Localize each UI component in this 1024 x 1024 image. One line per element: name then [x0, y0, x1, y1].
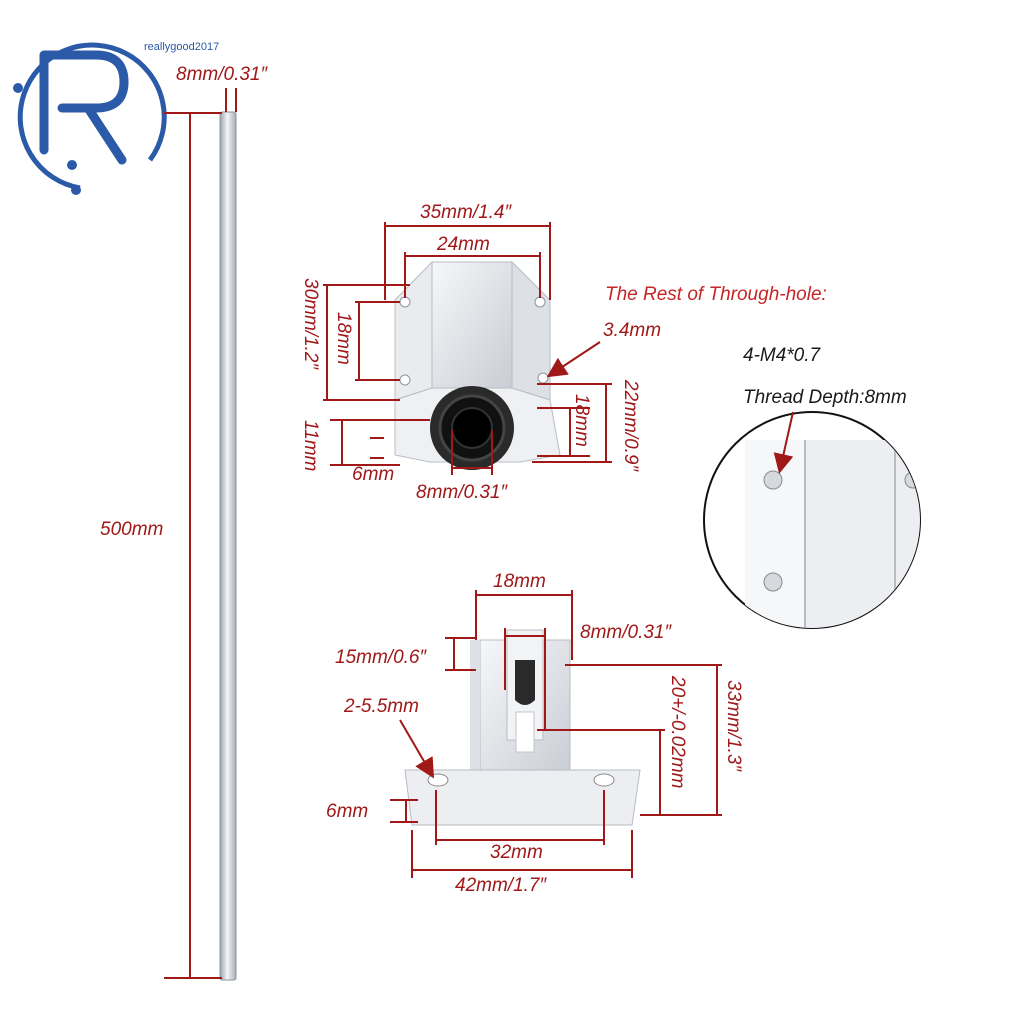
support-top-width-label: 18mm — [493, 571, 546, 592]
brand-text: reallygood2017 — [144, 41, 219, 53]
block-side-spacing-label: 18mm — [333, 312, 354, 365]
support-hole-spacing-label: 32mm — [490, 842, 543, 863]
rod-length-label: 500mm — [100, 519, 163, 540]
support-slot-width-label: 8mm/0.31″ — [580, 622, 672, 643]
support-base-thickness-label: 6mm — [326, 801, 368, 822]
support-mount-hole-label: 2-5.5mm — [343, 696, 419, 717]
slide-block — [394, 260, 561, 470]
support-axis-height-label: 20+/-0.02mm — [667, 675, 688, 788]
through-hole-title: The Rest of Through-hole: — [605, 284, 827, 305]
support-slot-depth-label: 15mm/0.6″ — [335, 647, 427, 668]
block-hole-spacing-label: 24mm — [436, 234, 490, 255]
block-height-label: 30mm/1.2″ — [300, 278, 321, 370]
block-bore-label: 8mm/0.31″ — [416, 482, 508, 503]
zoom-detail — [703, 411, 921, 629]
linear-rod — [219, 111, 237, 981]
thread-spec-label: 4-M4*0.7 — [743, 345, 822, 366]
support-total-height-label: 33mm/1.3″ — [723, 680, 744, 772]
brand-logo-icon — [13, 42, 167, 195]
block-axis-label: 11mm — [300, 420, 321, 471]
block-length-label: 22mm/0.9″ — [620, 379, 641, 472]
support-base-width-label: 42mm/1.7″ — [455, 875, 547, 896]
thread-depth-label: Thread Depth:8mm — [743, 387, 907, 408]
block-side-hole-label: 18mm — [571, 394, 592, 447]
shaft-support — [404, 629, 641, 826]
block-base-offset-label: 6mm — [352, 464, 394, 485]
block-hole-size-label: 3.4mm — [603, 320, 661, 341]
rod-diameter-label: 8mm/0.31″ — [176, 64, 268, 85]
block-width-label: 35mm/1.4″ — [420, 202, 512, 223]
